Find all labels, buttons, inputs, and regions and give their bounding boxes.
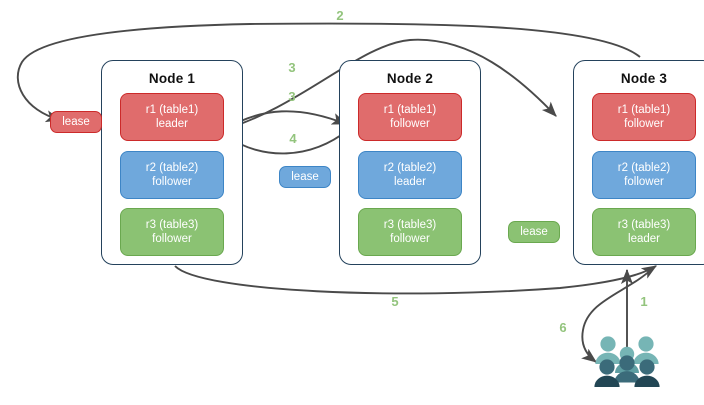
replica-name: r1 (table1) [145,104,199,116]
node-title-node2: Node 2 [386,71,434,86]
replica-name: r2 (table2) [617,162,671,174]
node-title-node3: Node 3 [620,71,668,86]
step-label-3-lower: 3 [288,89,296,104]
replica-name: r3 (table3) [383,219,437,231]
replica-role: follower [152,233,192,245]
node-card-node1[interactable]: Node 1 r1 (table1) leader r2 (table2) fo… [101,60,243,265]
replica-name: r3 (table3) [145,219,199,231]
replica-role: follower [390,233,430,245]
step-label-2: 2 [336,8,344,23]
replica-name: r2 (table2) [145,162,199,174]
step-label-6: 6 [559,320,567,335]
step-label-1: 1 [640,294,648,309]
replica-node3-r1[interactable]: r1 (table1) follower [592,93,696,141]
node-card-node2[interactable]: Node 2 r1 (table1) follower r2 (table2) … [339,60,481,265]
replica-node2-r3[interactable]: r3 (table3) follower [358,208,462,256]
lease-badge-table2[interactable]: lease [279,166,331,188]
step-label-5: 5 [391,294,399,309]
lease-badge-table1[interactable]: lease [50,111,102,133]
step-label-3-upper: 3 [288,60,296,75]
replica-name: r3 (table3) [617,219,671,231]
replica-role: leader [156,118,188,130]
replica-node2-r2[interactable]: r2 (table2) leader [358,151,462,199]
replica-role: follower [390,118,430,130]
replica-node1-r1[interactable]: r1 (table1) leader [120,93,224,141]
replica-node1-r3[interactable]: r3 (table3) follower [120,208,224,256]
replica-role: follower [624,118,664,130]
replica-role: leader [628,233,660,245]
step-label-4: 4 [289,131,297,146]
users-group-icon [594,336,660,387]
replica-node2-r1[interactable]: r1 (table1) follower [358,93,462,141]
replica-name: r1 (table1) [383,104,437,116]
lease-badge-table3[interactable]: lease [508,221,560,243]
replica-name: r1 (table1) [617,104,671,116]
replica-node3-r3[interactable]: r3 (table3) leader [592,208,696,256]
node-card-node3[interactable]: Node 3 r1 (table1) follower r2 (table2) … [573,60,704,265]
replica-name: r2 (table2) [383,162,437,174]
replica-role: leader [394,176,426,188]
arrow-step-5 [174,265,657,295]
replica-node3-r2[interactable]: r2 (table2) follower [592,151,696,199]
replica-role: follower [624,176,664,188]
node-title-node1: Node 1 [148,71,196,86]
replica-node1-r2[interactable]: r2 (table2) follower [120,151,224,199]
replica-role: follower [152,176,192,188]
